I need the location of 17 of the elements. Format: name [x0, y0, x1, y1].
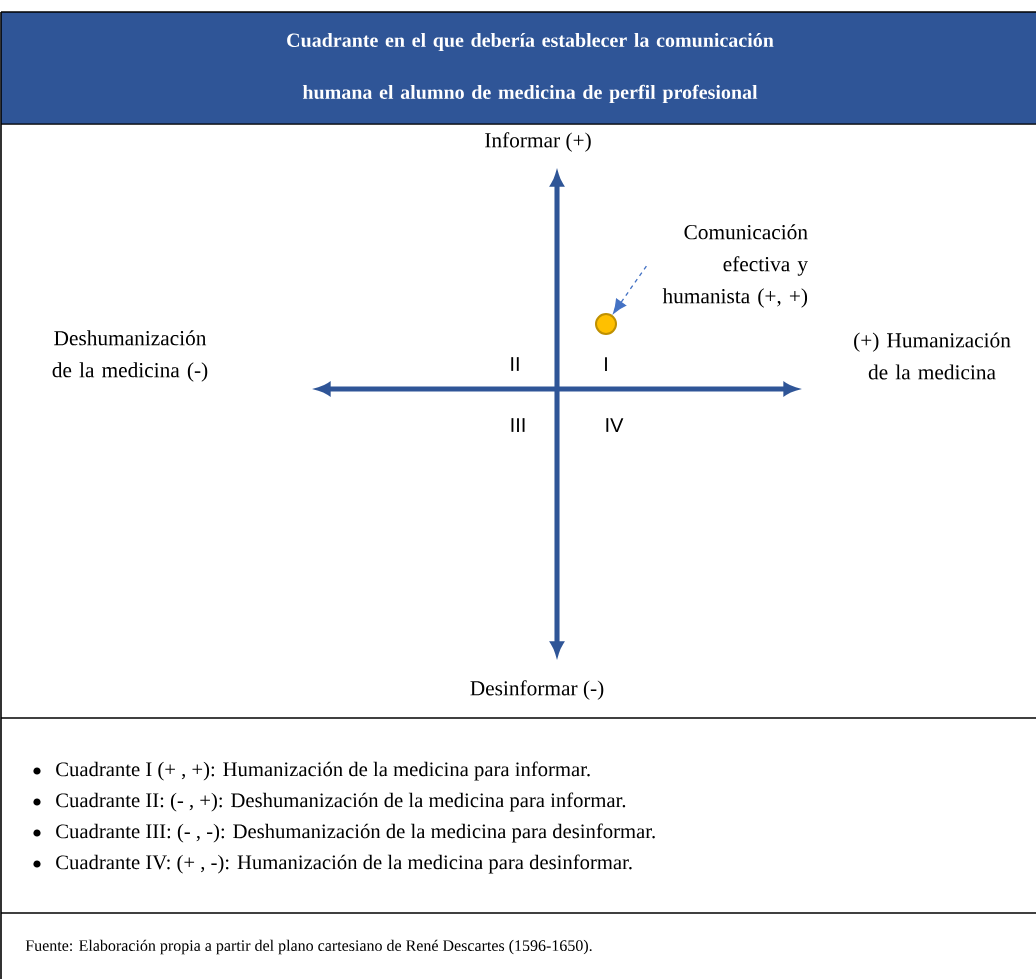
quadrant-number: IV	[606, 418, 624, 432]
legend-item: Cuadrante II: (- , +): Deshumanización de la medicina para informar.	[56, 792, 626, 812]
axis-label: Deshumanización de la medicina (-)	[52, 330, 208, 382]
legend-item: Cuadrante I (+ , +): Humanización de la medicina para informar.	[56, 761, 590, 781]
annotation-text: Comunicación efectiva y humanista (+, +)	[662, 224, 808, 308]
legend-item: Cuadrante III: (- , -): Deshumanización de la medicina para desinformar.	[56, 823, 655, 843]
axis-label: (+) Humanización de la medicina	[854, 332, 1011, 380]
axis-label: Informar (+)	[485, 132, 591, 152]
leader-arrow	[613, 265, 648, 314]
quadrant-number: III	[511, 418, 525, 432]
point-marker	[595, 313, 617, 335]
legend-item: Cuadrante IV: (+ , -): Humanización de la medicina para desinformar.	[56, 854, 632, 874]
title: Cuadrante en el que debería establecer la comunicación humana el alumno de medicina de perfil profesional	[287, 32, 774, 104]
source-note: Fuente: Elaboración propia a partir del plano cartesiano de René Descartes (1596-1650).	[25, 939, 592, 955]
quadrant-number: I	[605, 357, 607, 371]
quadrant-number: II	[511, 357, 519, 371]
axis-label: Desinformar (-)	[470, 680, 604, 700]
